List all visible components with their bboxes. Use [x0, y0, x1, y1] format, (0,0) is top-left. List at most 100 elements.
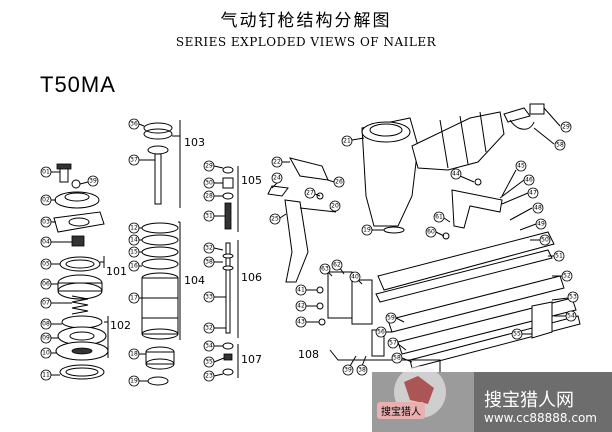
svg-text:08: 08 [42, 321, 50, 328]
group-label-104: 104 [184, 274, 205, 287]
svg-text:22: 22 [273, 159, 281, 166]
group-label-102: 102 [110, 319, 131, 332]
svg-text:02: 02 [42, 197, 50, 204]
callout-62: 62 [331, 259, 345, 275]
svg-text:15: 15 [130, 249, 138, 256]
svg-text:44: 44 [452, 171, 460, 178]
callout-38a: 38 [203, 256, 223, 268]
callout-28: 28 [203, 190, 223, 202]
callout-31: 31 [203, 210, 225, 222]
title-english: SERIES EXPLODED VIEWS OF NAILER [175, 35, 437, 49]
callout-46: 46 [499, 174, 535, 199]
svg-text:53: 53 [569, 294, 577, 301]
svg-text:10: 10 [42, 350, 50, 357]
watermark-site-name: 搜宝猎人网 [484, 390, 574, 411]
group-labels: 103 104 101 102 105 106 107 108 [106, 136, 319, 366]
callout-19a: 19 [128, 375, 148, 387]
svg-text:59: 59 [387, 315, 395, 322]
callout-08: 08 [40, 318, 62, 330]
body-housing [361, 103, 545, 234]
svg-text:07: 07 [42, 300, 50, 307]
svg-text:25: 25 [271, 216, 279, 223]
callout-39b: 39 [342, 355, 357, 376]
callout-50: 50 [530, 234, 551, 246]
callout-21: 21 [341, 135, 365, 147]
svg-text:38: 38 [358, 367, 366, 374]
svg-text:48: 48 [534, 205, 542, 212]
callout-06: 06 [40, 278, 58, 290]
callout-49: 49 [519, 218, 547, 231]
svg-text:58: 58 [393, 355, 401, 362]
callout-33: 33 [203, 291, 226, 303]
callout-18: 18 [128, 348, 146, 360]
svg-text:58: 58 [556, 142, 564, 149]
group-label-103: 103 [184, 136, 205, 149]
cylinder-assembly [141, 122, 179, 386]
svg-text:03: 03 [42, 219, 50, 226]
callout-17: 17 [128, 292, 142, 304]
svg-text:55: 55 [513, 331, 521, 338]
callout-60: 60 [425, 226, 445, 238]
svg-text:62: 62 [333, 262, 341, 269]
callout-02: 02 [40, 194, 56, 206]
svg-text:29: 29 [562, 124, 570, 131]
svg-text:50: 50 [541, 237, 549, 244]
svg-text:57: 57 [389, 340, 397, 347]
svg-text:56: 56 [377, 329, 385, 336]
callout-57: 57 [387, 337, 407, 351]
callout-23: 23 [203, 370, 224, 382]
svg-text:61: 61 [435, 214, 443, 221]
callout-45: 45 [501, 160, 527, 197]
callout-36: 36 [128, 118, 145, 130]
callout-03: 03 [40, 216, 56, 228]
left-column-parts [53, 163, 109, 380]
callout-25: 25 [269, 213, 287, 225]
callout-30: 30 [203, 177, 223, 189]
callout-54: 54 [554, 310, 577, 322]
callout-04: 04 [40, 236, 72, 248]
svg-text:39: 39 [89, 178, 97, 185]
svg-text:52: 52 [563, 273, 571, 280]
svg-text:12: 12 [130, 225, 138, 232]
callout-07: 07 [40, 297, 72, 309]
svg-text:49: 49 [537, 221, 545, 228]
watermark-logo-figure [404, 376, 434, 404]
svg-text:04: 04 [42, 239, 50, 246]
callout-32a: 32 [203, 242, 224, 254]
svg-text:36: 36 [130, 121, 138, 128]
callout-58b: 58 [391, 352, 413, 364]
callout-55: 55 [511, 328, 532, 340]
svg-text:28: 28 [205, 193, 213, 200]
callout-15: 15 [128, 246, 142, 258]
model-number: T50MA [40, 72, 116, 97]
callout-16: 16 [128, 260, 142, 272]
callout-42: 42 [295, 300, 317, 312]
svg-text:01: 01 [42, 169, 50, 176]
svg-text:11: 11 [42, 372, 50, 379]
svg-text:47: 47 [529, 190, 537, 197]
callout-24: 24 [271, 172, 283, 189]
svg-text:41: 41 [297, 287, 305, 294]
callout-14: 14 [128, 234, 142, 246]
svg-text:30: 30 [205, 180, 213, 187]
svg-text:06: 06 [42, 281, 50, 288]
callout-35: 35 [203, 356, 225, 368]
watermark-text-panel [474, 372, 612, 432]
callout-41: 41 [295, 284, 317, 296]
svg-text:24: 24 [273, 175, 281, 182]
svg-text:33: 33 [205, 294, 213, 301]
group-label-105: 105 [241, 174, 262, 187]
callout-29: 29 [203, 160, 224, 172]
callout-53: 53 [551, 291, 579, 303]
callout-34: 34 [203, 340, 223, 352]
callout-12: 12 [128, 222, 142, 234]
title-chinese: 气动钉枪结构分解图 [220, 11, 392, 31]
svg-text:60: 60 [427, 229, 435, 236]
svg-text:17: 17 [130, 295, 138, 302]
callout-09: 09 [40, 332, 58, 344]
svg-text:38: 38 [205, 259, 213, 266]
svg-text:05: 05 [42, 261, 50, 268]
svg-text:20: 20 [331, 203, 339, 210]
callout-05: 05 [40, 258, 60, 270]
